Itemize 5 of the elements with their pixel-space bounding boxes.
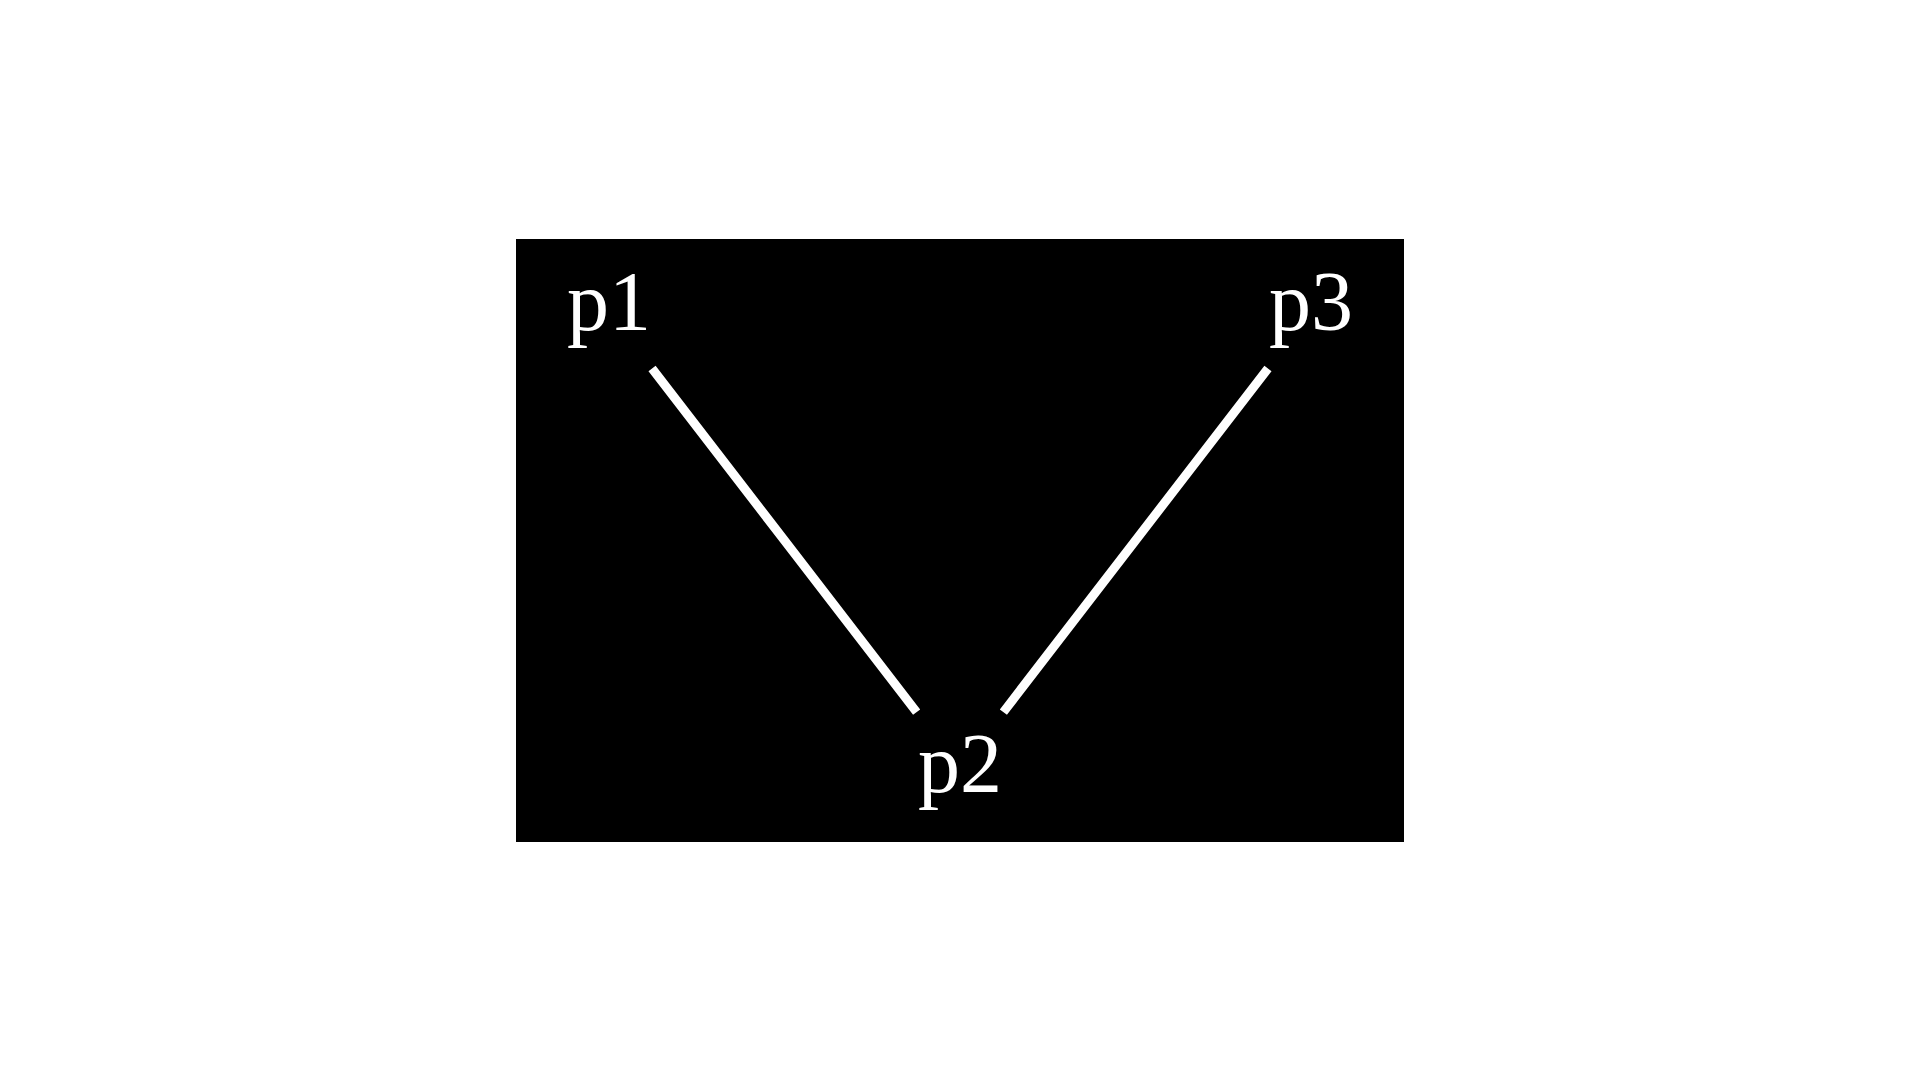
connector [999,365,1272,715]
connector [648,365,921,715]
node-text: p2 [918,716,1002,810]
node-text: p1 [567,254,651,348]
node-text: p3 [1269,254,1353,348]
